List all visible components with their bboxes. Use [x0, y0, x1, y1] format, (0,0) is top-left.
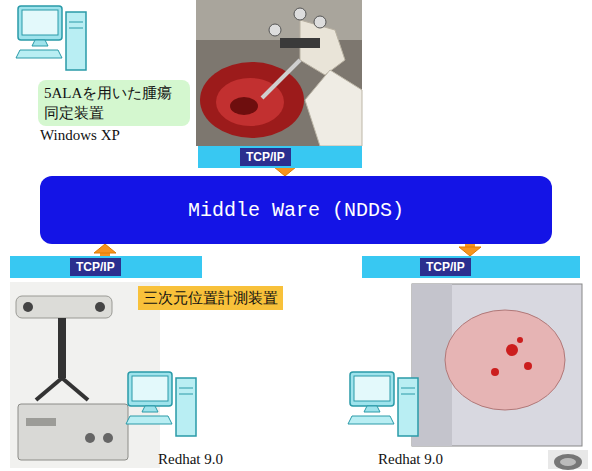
orange-arrow: [94, 244, 116, 256]
arrow-head: [94, 244, 116, 253]
node-text: TCP/IP: [420, 258, 471, 276]
tcpip-band: TCP/IP: [10, 256, 202, 278]
device-label-box: 三次元位置計測装置: [138, 286, 283, 310]
tcpip-band: TCP/IP: [198, 146, 362, 168]
orange-arrow: [274, 167, 296, 176]
device-label-box: 5ALAを用いた腫瘍同定装置: [38, 80, 190, 126]
node-text: Middle Ware (NDDS): [188, 199, 404, 222]
node-text: 三次元位置計測装置: [143, 288, 278, 308]
os-label: Redhat 9.0: [158, 450, 223, 468]
tcpip-band: TCP/IP: [362, 256, 580, 278]
navigation-screenshot: [412, 284, 582, 446]
middleware-box: Middle Ware (NDDS): [40, 176, 552, 244]
surgery-photo: [196, 0, 362, 146]
computer-icon: [16, 6, 86, 70]
arrow-head: [274, 167, 296, 176]
orange-arrow: [459, 244, 481, 256]
node-text: TCP/IP: [70, 258, 121, 276]
os-label: Windows XP: [40, 126, 120, 144]
computer-icon: [126, 372, 196, 436]
node-text: 5ALAを用いた腫瘍同定装置: [44, 83, 184, 123]
scan-thumbnail: [548, 450, 588, 470]
computer-icon: [348, 372, 418, 436]
os-label: Redhat 9.0: [378, 450, 443, 468]
node-text: TCP/IP: [240, 148, 291, 166]
arrow-head: [459, 247, 481, 256]
